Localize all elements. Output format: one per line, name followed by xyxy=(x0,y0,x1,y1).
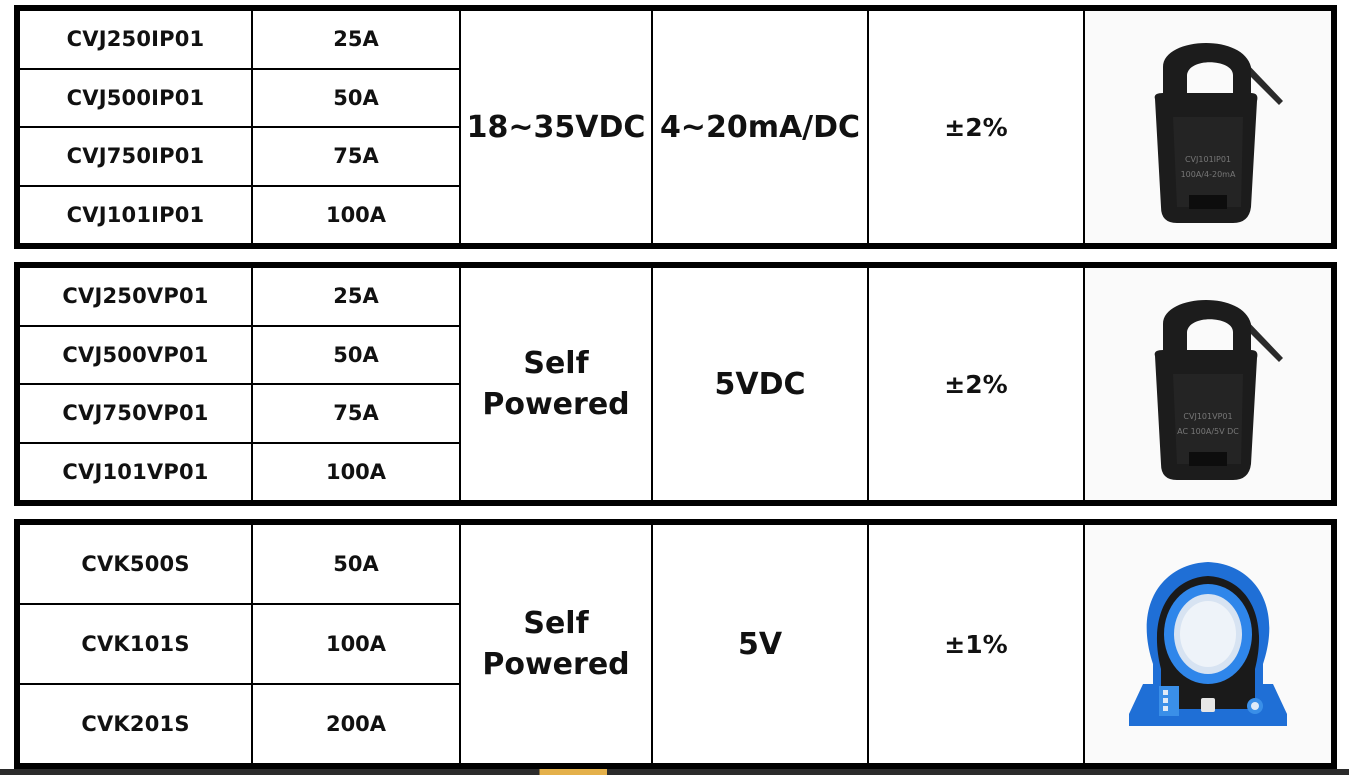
sensor-label-rating: AC 100A/5V DC xyxy=(1177,427,1239,436)
table-row: CVJ500VP01 50A xyxy=(18,324,1332,385)
supply-line-1: Self xyxy=(523,606,589,641)
model-cell: CVK201S xyxy=(18,682,253,766)
split-core-current-sensor-icon: CVJ101VP01 AC 100A/5V DC xyxy=(1154,299,1283,480)
product-table-2: CVJ250VP01 25A Self Powered 5VDC ±2% CVJ… xyxy=(14,262,1337,506)
current-cell: 25A xyxy=(251,9,461,70)
output-signal-cell: 5V xyxy=(651,523,869,765)
page-bottom-edge xyxy=(0,769,1349,775)
table-row: CVJ750IP01 75A xyxy=(18,126,1332,187)
supply-voltage-cell: Self Powered xyxy=(459,266,653,502)
current-cell: 50A xyxy=(251,324,461,385)
table-row: CVK500S 50A Self Powered 5V ±1% xyxy=(18,523,1333,765)
current-cell: 75A xyxy=(251,126,461,187)
model-cell: CVJ101IP01 xyxy=(18,184,253,245)
current-cell: 75A xyxy=(251,383,461,444)
table-row: CVJ250IP01 25A 18~35VDC 4~20mA/DC ±2% CV… xyxy=(18,9,1333,245)
model-cell: CVJ750VP01 xyxy=(18,383,253,444)
product-image-cell: CVJ101VP01 AC 100A/5V DC xyxy=(1083,266,1333,502)
supply-line-1: Self xyxy=(523,346,589,381)
table-row: CVK201S 200A xyxy=(18,682,1332,766)
supply-voltage-cell: Self Powered xyxy=(459,523,653,765)
current-cell: 50A xyxy=(251,67,461,128)
model-cell: CVK500S xyxy=(18,523,253,605)
model-cell: CVJ250IP01 xyxy=(18,9,253,70)
product-table-1: CVJ250IP01 25A 18~35VDC 4~20mA/DC ±2% CV… xyxy=(14,5,1337,249)
table-row: CVJ250VP01 25A Self Powered 5VDC ±2% CVJ… xyxy=(18,266,1333,502)
accuracy-cell: ±2% xyxy=(867,266,1085,502)
table-row: CVJ500IP01 50A xyxy=(18,67,1332,128)
sensor-label-rating: 100A/4-20mA xyxy=(1181,170,1236,179)
supply-line-2: Powered xyxy=(482,647,630,682)
model-cell: CVJ101VP01 xyxy=(18,441,253,502)
current-cell: 100A xyxy=(251,184,461,245)
accuracy-cell: ±1% xyxy=(867,523,1085,765)
model-cell: CVJ750IP01 xyxy=(18,126,253,187)
table-row: CVJ101VP01 100A xyxy=(18,441,1332,502)
product-table-3: CVK500S 50A Self Powered 5V ±1% xyxy=(14,519,1337,769)
accuracy-cell: ±2% xyxy=(867,9,1085,245)
supply-line-2: Powered xyxy=(482,387,630,422)
model-cell: CVJ250VP01 xyxy=(18,266,253,327)
model-cell: CVJ500VP01 xyxy=(18,324,253,385)
model-cell: CVJ500IP01 xyxy=(18,67,253,128)
sensor-label-model: CVJ101VP01 xyxy=(1183,412,1232,421)
supply-voltage-cell: 18~35VDC xyxy=(459,9,653,245)
output-signal-cell: 4~20mA/DC xyxy=(651,9,869,245)
current-cell: 100A xyxy=(251,441,461,502)
table-row: CVJ750VP01 75A xyxy=(18,383,1332,444)
split-core-current-sensor-icon: CVJ101IP01 100A/4-20mA xyxy=(1154,42,1283,223)
model-cell: CVK101S xyxy=(18,602,253,685)
output-signal-cell: 5VDC xyxy=(651,266,869,502)
current-cell: 100A xyxy=(251,602,461,685)
product-image-cell: CVJ101IP01 100A/4-20mA xyxy=(1083,9,1333,245)
table-row: CVJ101IP01 100A xyxy=(18,184,1332,245)
product-image-cell xyxy=(1083,523,1333,765)
sensor-label-model: CVJ101IP01 xyxy=(1185,155,1231,164)
table-row: CVK101S 100A xyxy=(18,602,1332,685)
solid-core-current-sensor-icon xyxy=(1129,562,1287,726)
supply-voltage-text: 18~35VDC xyxy=(466,109,646,145)
current-cell: 25A xyxy=(251,266,461,327)
current-cell: 200A xyxy=(251,682,461,766)
current-cell: 50A xyxy=(251,523,461,605)
